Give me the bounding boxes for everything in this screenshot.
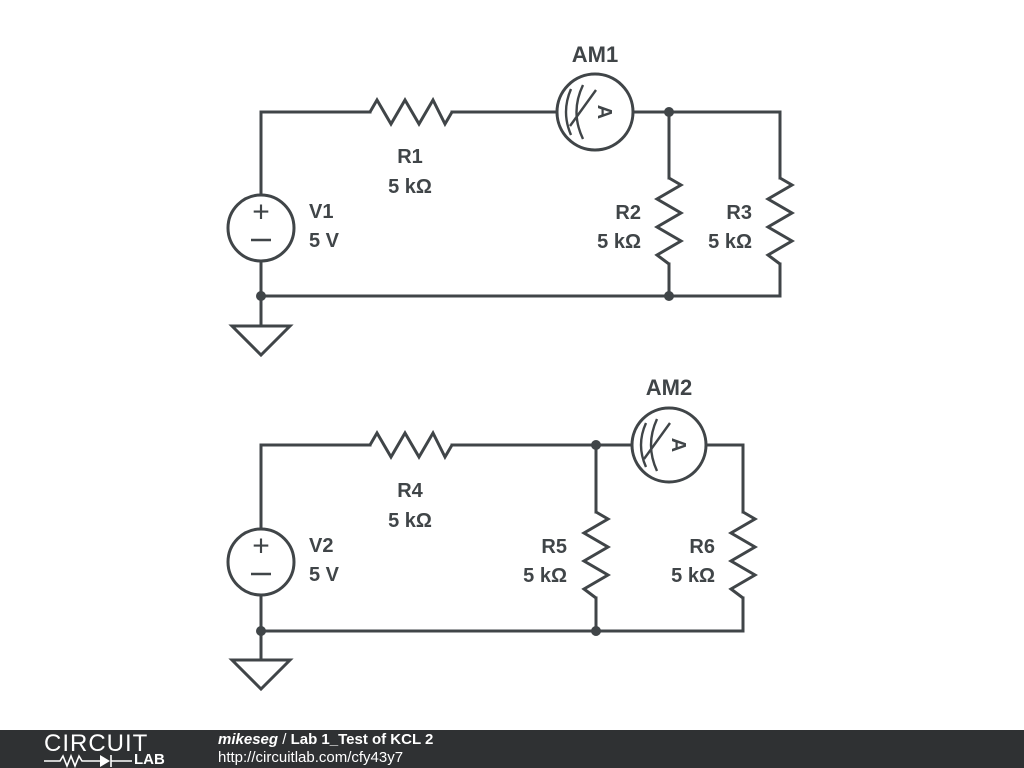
junction-c1-bottom-right (664, 291, 674, 301)
footer-bar: CIRCUIT LAB mikeseg / Lab 1_Test of KCL … (0, 730, 1024, 768)
logo-subword: LAB (134, 751, 165, 768)
ammeter-am1-name: AM1 (572, 42, 618, 67)
logo-circuit-icon (44, 754, 132, 768)
voltage-source-v2-symbol: + (226, 527, 296, 597)
schematic-drawing: R1 5 kΩ A AM1 R2 5 kΩ R3 5 kΩ + (226, 42, 795, 692)
resistor-r2-value: 5 kΩ (597, 231, 641, 253)
resistor-r5-value: 5 kΩ (523, 565, 567, 587)
junction-c1-bottom-left (256, 291, 266, 301)
resistor-r5-symbol (581, 510, 611, 600)
wire-c2-am2-to-right (704, 443, 745, 514)
junction-c2-bottom-left (256, 626, 266, 636)
circuit-1: R1 5 kΩ A AM1 R2 5 kΩ R3 5 kΩ + (226, 42, 795, 358)
resistor-r3-symbol (765, 176, 795, 266)
ammeter-am2-name: AM2 (646, 375, 692, 400)
ammeter-am1-symbol: A (555, 72, 635, 152)
ammeter-am1-glyph: A (593, 105, 615, 119)
resistor-r6-name: R6 (689, 536, 715, 558)
resistor-r1-symbol (368, 96, 454, 128)
voltage-source-v1-symbol: + (226, 193, 296, 263)
resistor-r4-name: R4 (397, 480, 423, 502)
ammeter-am2-glyph: A (667, 438, 689, 452)
circuit-url[interactable]: http://circuitlab.com/cfy43y7 (218, 749, 404, 766)
resistor-r3-value: 5 kΩ (708, 231, 752, 253)
ground-symbol-1 (228, 324, 294, 358)
ground-symbol-2 (228, 658, 294, 692)
resistor-r2-symbol (654, 176, 684, 266)
title-separator: / (282, 731, 287, 748)
circuitlab-logo[interactable]: CIRCUIT LAB (44, 732, 174, 768)
voltage-source-v1-value: 5 V (309, 230, 340, 252)
voltage-source-v2-value: 5 V (309, 564, 340, 586)
voltage-source-v2-plus: + (252, 530, 270, 563)
resistor-r4-value: 5 kΩ (388, 510, 432, 532)
resistor-r6-value: 5 kΩ (671, 565, 715, 587)
wire-c2-top-left (259, 443, 372, 531)
resistor-r6-symbol (728, 510, 758, 600)
logo-wordmark: CIRCUIT (44, 730, 149, 757)
junction-c2-top (591, 440, 601, 450)
voltage-source-v2-name: V2 (309, 535, 333, 557)
author-link[interactable]: mikeseg (218, 731, 279, 748)
voltage-source-v1-plus: + (252, 196, 270, 229)
footer-info: mikeseg / Lab 1_Test of KCL 2 http://cir… (218, 731, 433, 767)
wire-c1-top-left (259, 110, 372, 197)
wire-c2-bottom-rail (259, 593, 745, 633)
resistor-r5-name: R5 (541, 536, 567, 558)
circuit-2: R4 5 kΩ A AM2 R5 5 kΩ R6 5 kΩ + (226, 375, 758, 692)
resistor-r2-name: R2 (615, 202, 641, 224)
resistor-r4-symbol (368, 429, 454, 461)
resistor-r3-name: R3 (726, 202, 752, 224)
resistor-r1-value: 5 kΩ (388, 176, 432, 198)
wire-c1-bottom-rail (259, 259, 782, 298)
ammeter-am2-symbol: A (630, 406, 708, 484)
junction-c2-bottom-right (591, 626, 601, 636)
wire-c1-am1-to-right (631, 110, 782, 180)
junction-c1-top (664, 107, 674, 117)
voltage-source-v1-name: V1 (309, 201, 333, 223)
resistor-r1-name: R1 (397, 146, 423, 168)
footer-title-line: mikeseg / Lab 1_Test of KCL 2 (218, 731, 433, 749)
circuit-title: Lab 1_Test of KCL 2 (290, 731, 434, 748)
